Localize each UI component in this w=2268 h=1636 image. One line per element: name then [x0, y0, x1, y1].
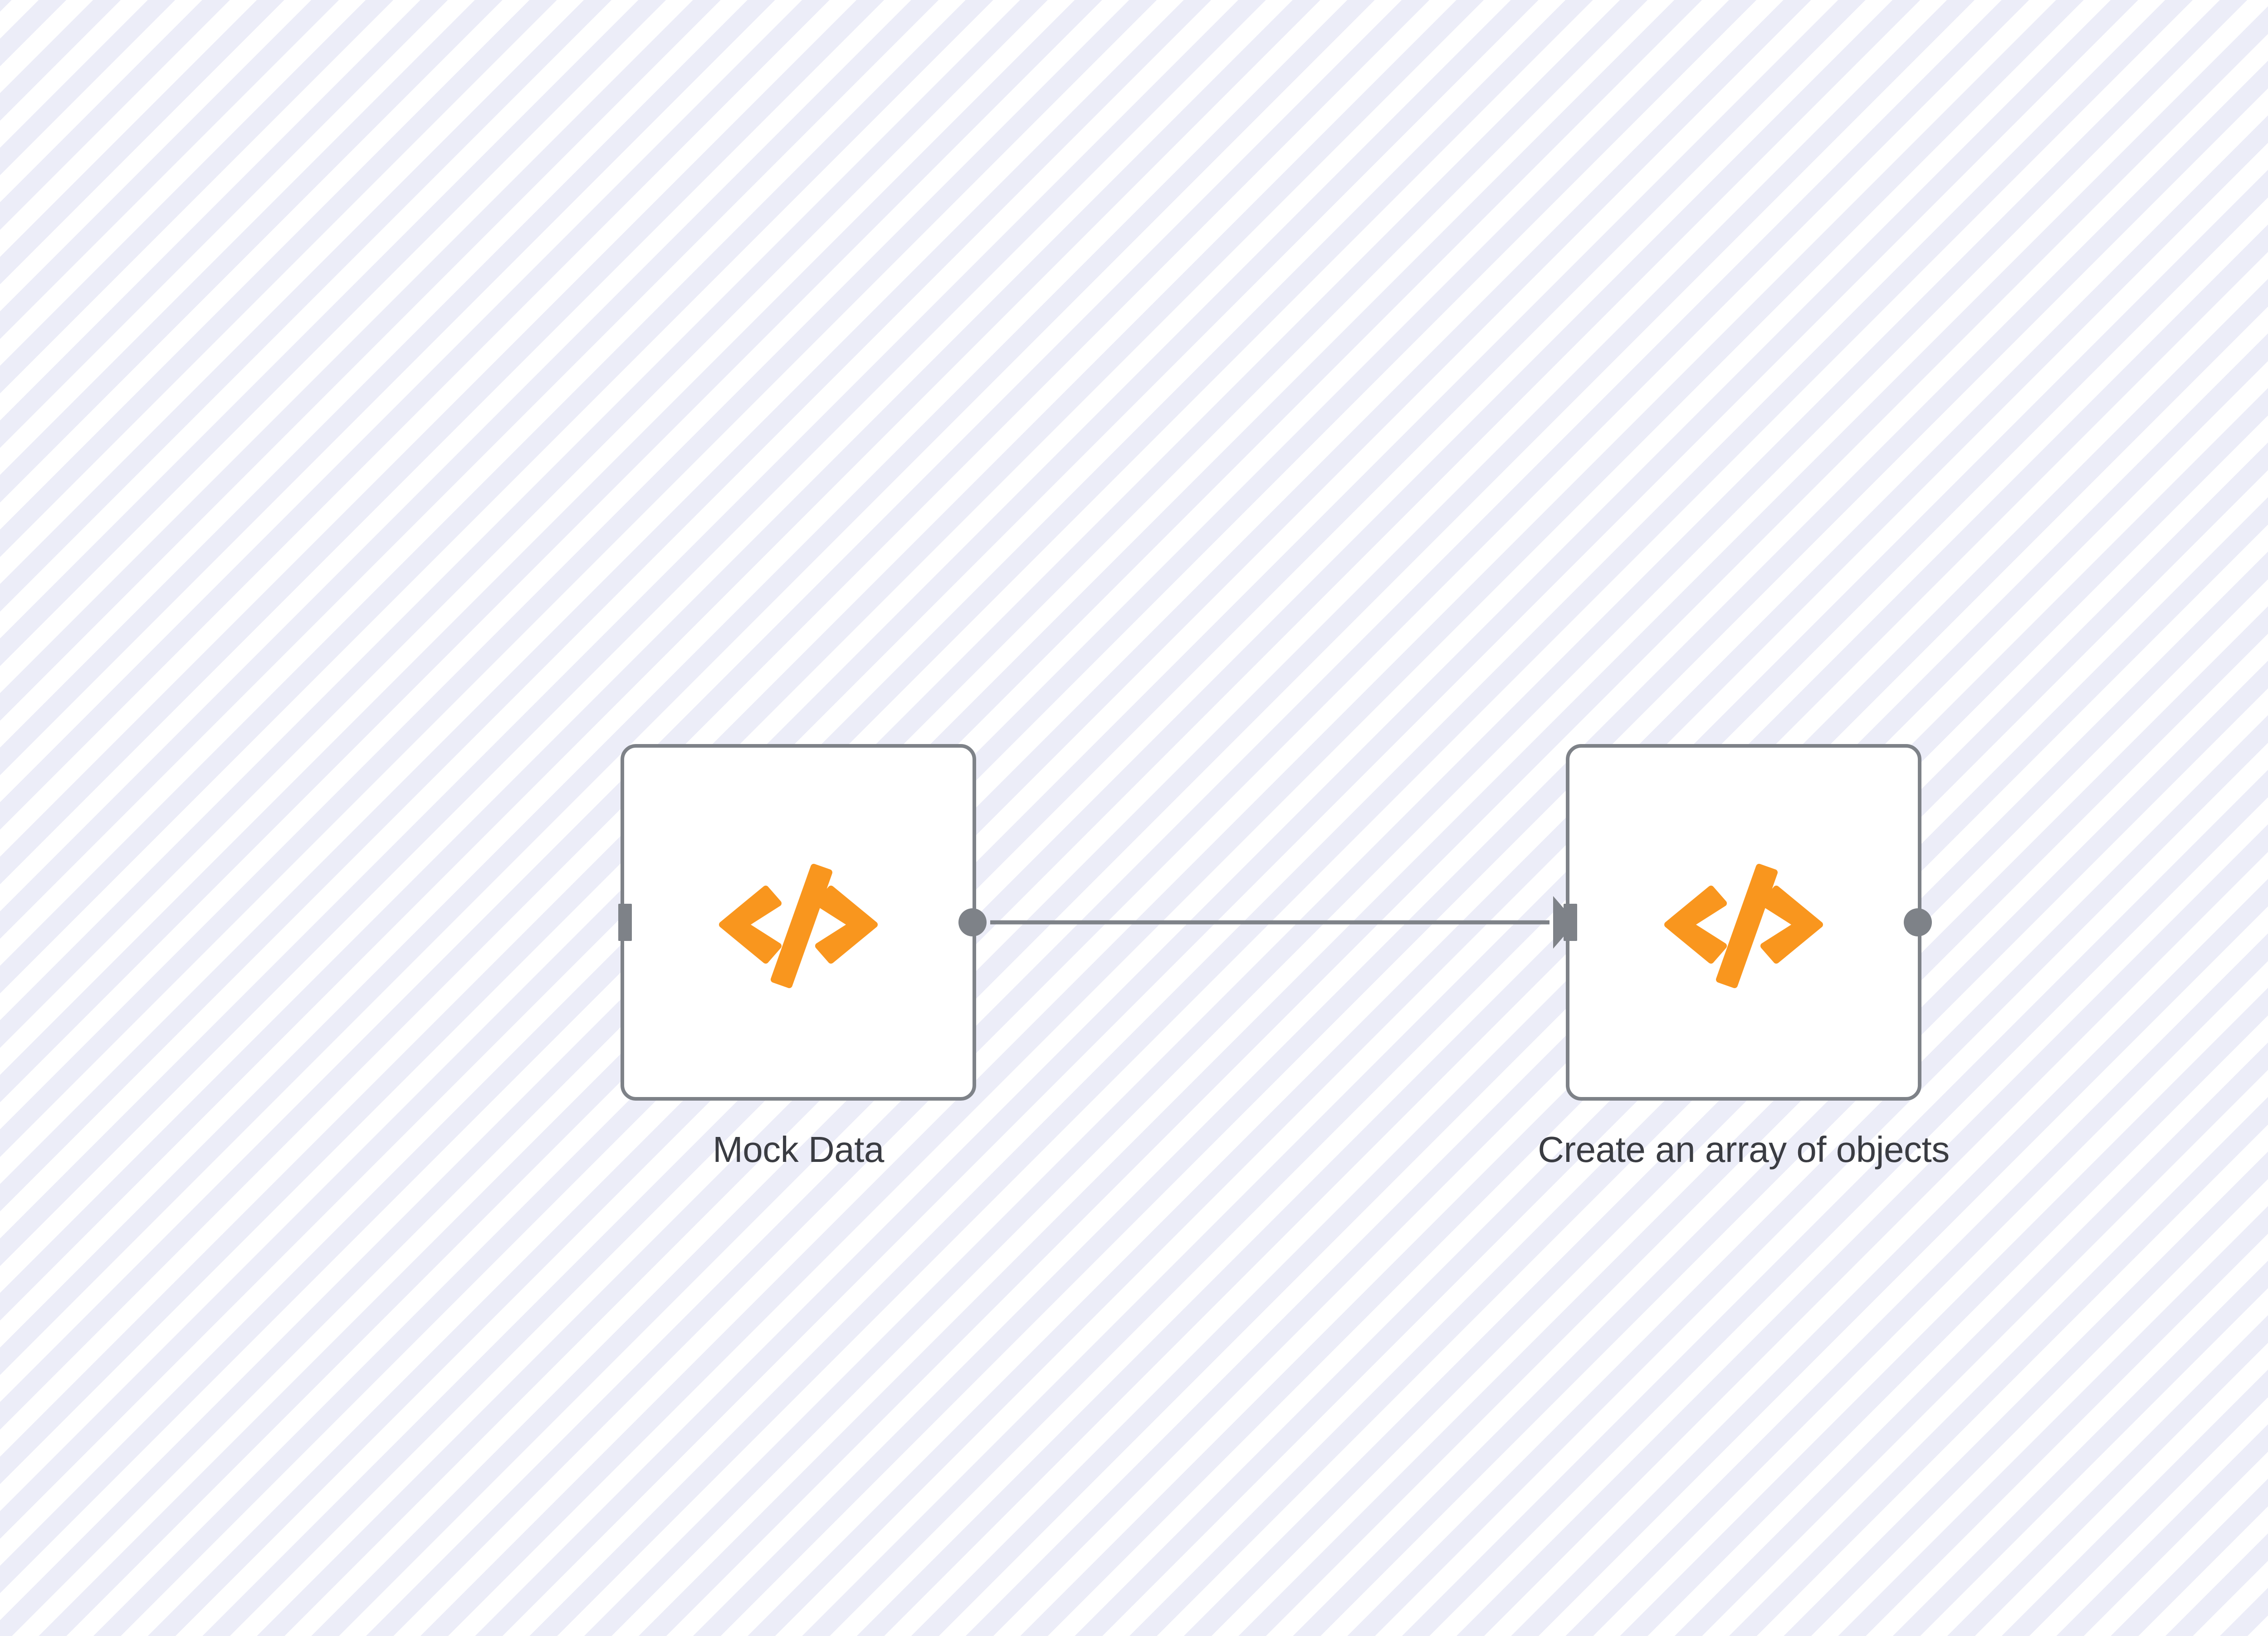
node-output-port[interactable]	[1904, 908, 1932, 936]
node-input-port[interactable]	[618, 904, 632, 941]
node-output-port[interactable]	[958, 908, 987, 936]
node-create-an-array-of-objects[interactable]: Create an array of objects	[1538, 744, 1950, 1168]
node-mock-data[interactable]: Mock Data	[618, 744, 987, 1168]
node-label: Mock Data	[713, 1129, 884, 1170]
code-brackets-icon	[719, 864, 878, 988]
connection-mock-data-to-create-an-array-of-objects[interactable]	[990, 896, 1576, 949]
node-input-port[interactable]	[1564, 904, 1577, 941]
code-brackets-icon	[1664, 864, 1823, 988]
node-label: Create an array of objects	[1538, 1129, 1950, 1170]
